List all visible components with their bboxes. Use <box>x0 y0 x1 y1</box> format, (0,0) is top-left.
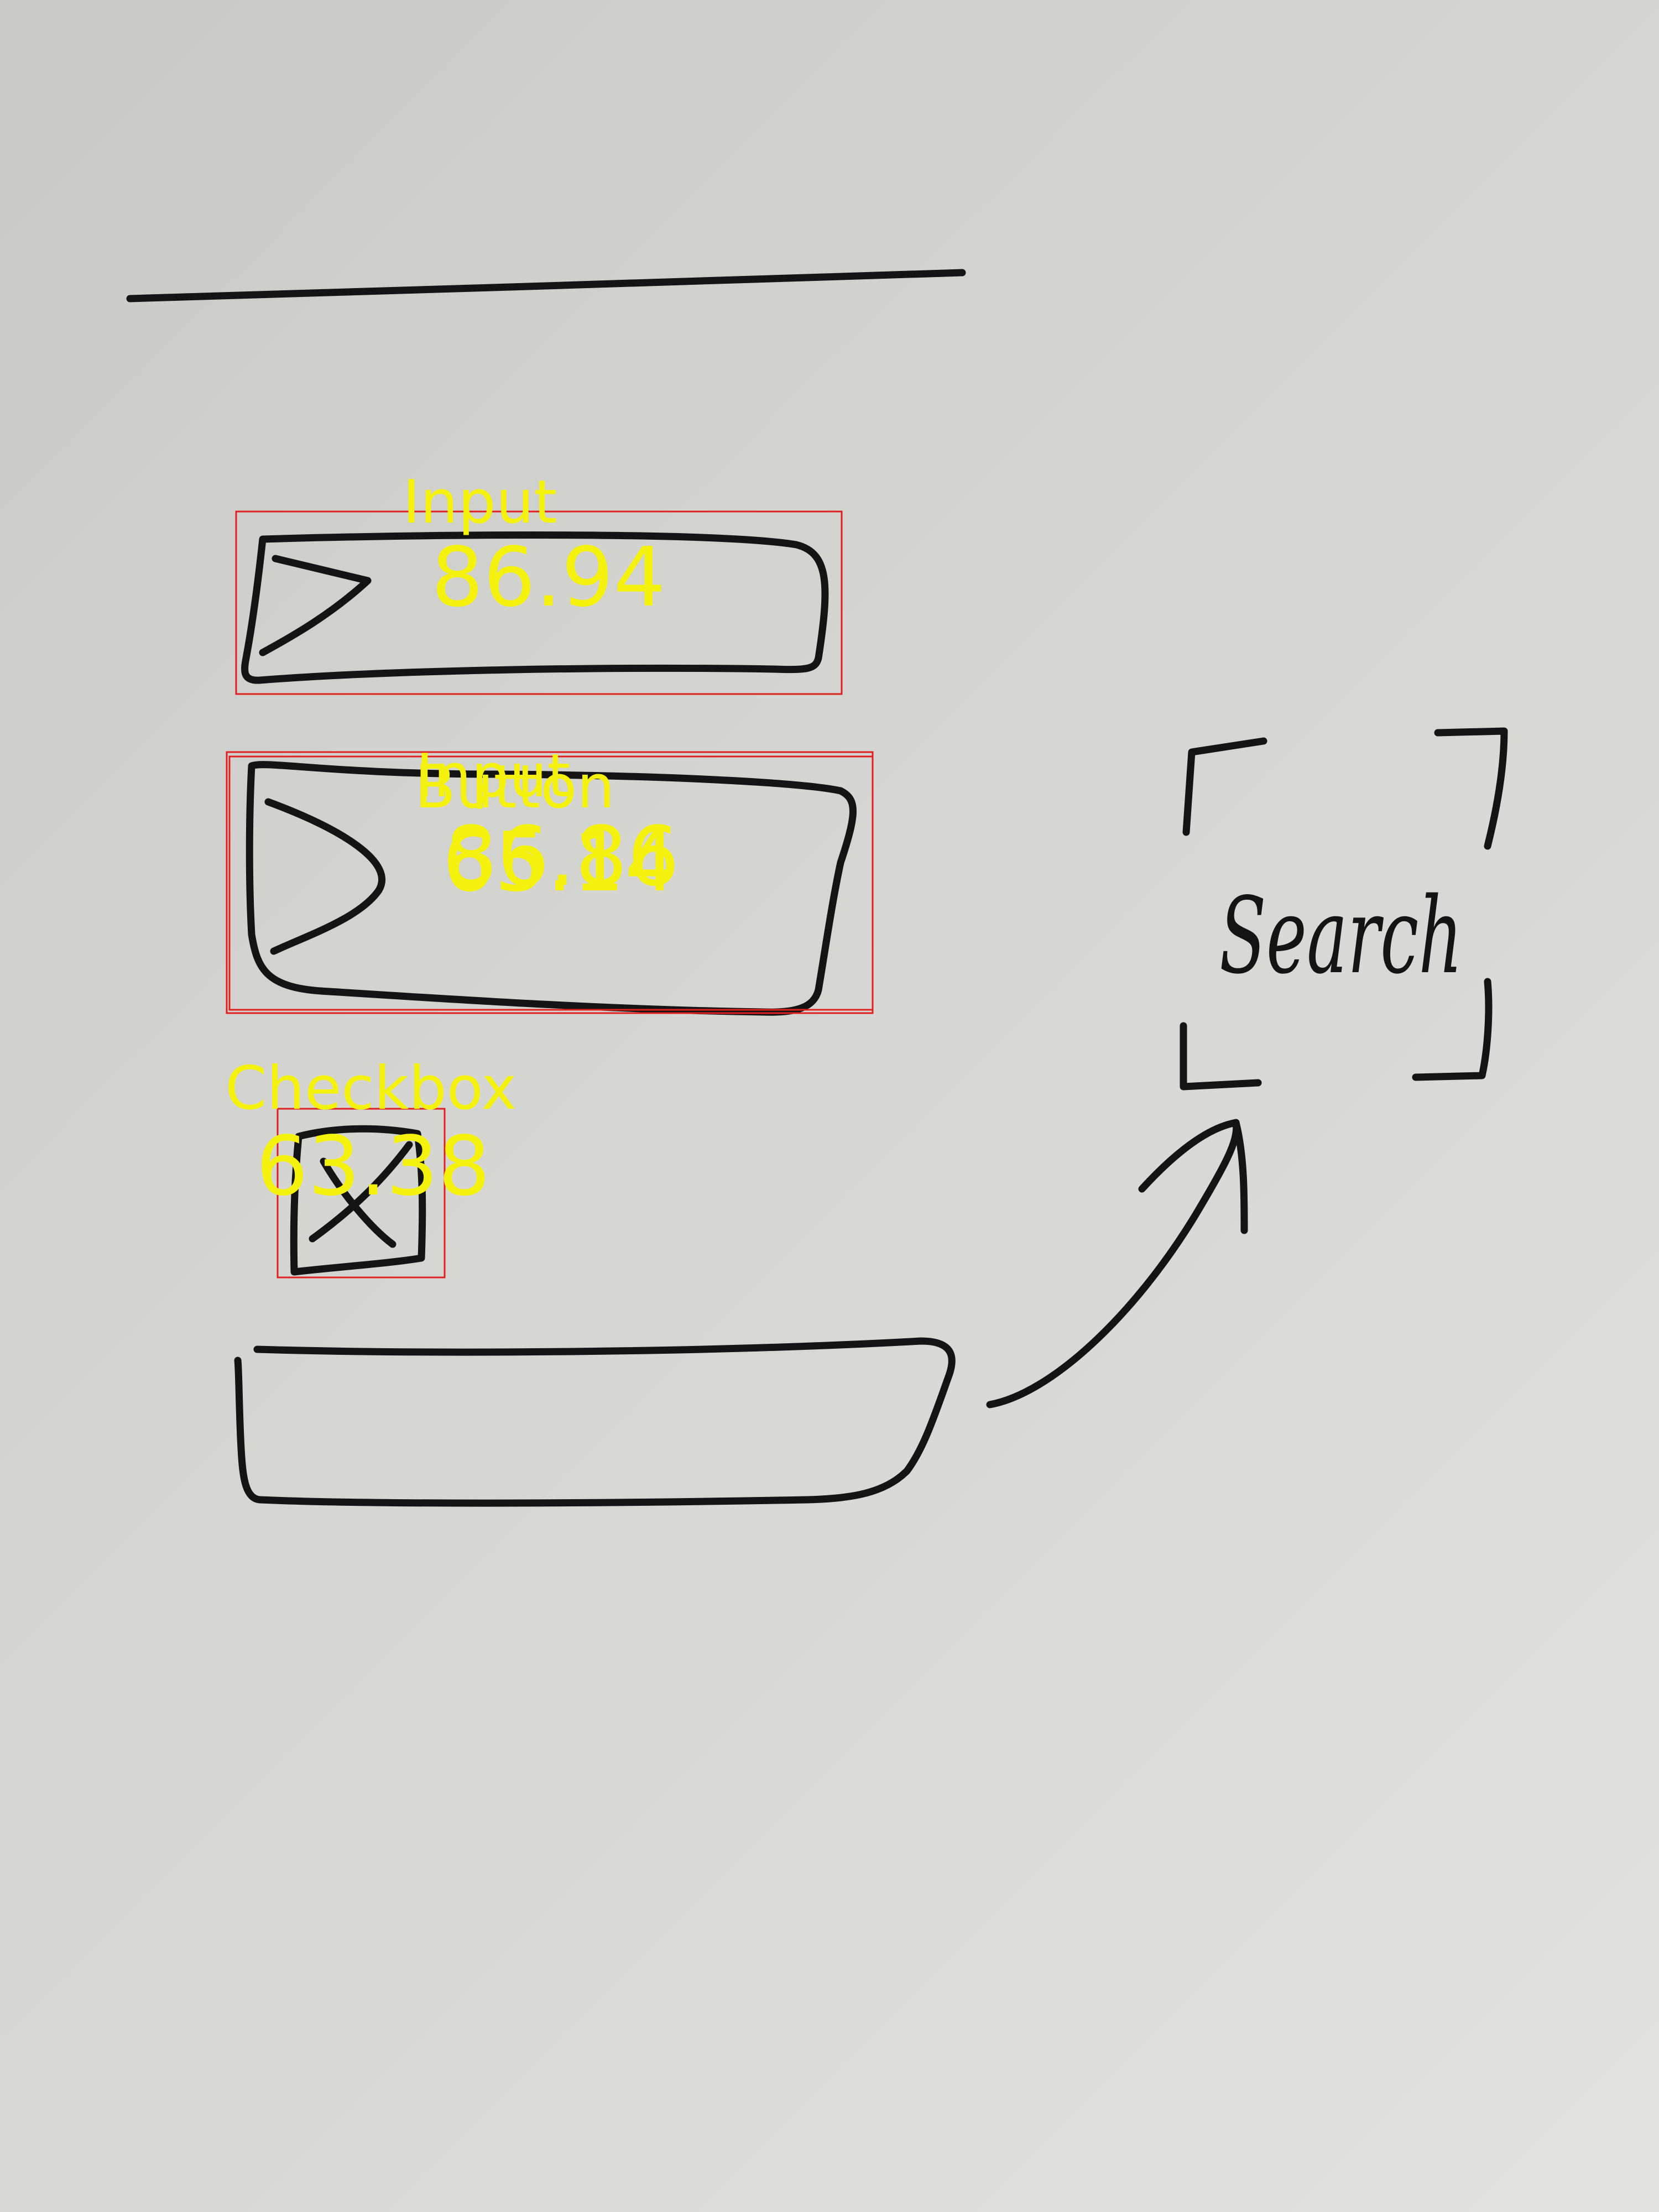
detection-checkbox: Checkbox 63.38 <box>225 1054 517 1279</box>
detection-score: 65.14 <box>442 815 677 910</box>
title-bar-line <box>126 269 966 302</box>
detection-input-2: Input 86.86 <box>228 742 874 1011</box>
detection-label: Button <box>415 753 615 822</box>
input-field-sketch-2[interactable] <box>246 761 857 1016</box>
detection-box <box>235 510 843 695</box>
checkbox-sketch[interactable] <box>290 1125 426 1276</box>
check-x-icon <box>309 1141 413 1248</box>
detection-box <box>276 1108 446 1279</box>
detection-input-1: Input 86.94 <box>235 468 843 695</box>
detection-score: 63.38 <box>256 1119 491 1214</box>
detection-score: 86.94 <box>431 530 666 625</box>
flow-arrow <box>986 1119 1248 1408</box>
detection-label: Input <box>416 742 571 811</box>
detection-box <box>228 755 874 1011</box>
search-input-sketch[interactable] <box>234 1337 956 1507</box>
search-button-label: Search <box>1219 875 1463 997</box>
detection-score: 86.86 <box>445 809 680 904</box>
search-button-sketch[interactable]: Search <box>1180 727 1508 1091</box>
detection-label: Checkbox <box>225 1054 517 1123</box>
input-field-sketch-1[interactable] <box>241 531 829 684</box>
play-arrow-icon-2 <box>264 798 385 955</box>
play-arrow-icon <box>259 555 372 656</box>
detection-button: Button 65.14 <box>226 751 874 1014</box>
detection-label: Input <box>403 468 557 537</box>
